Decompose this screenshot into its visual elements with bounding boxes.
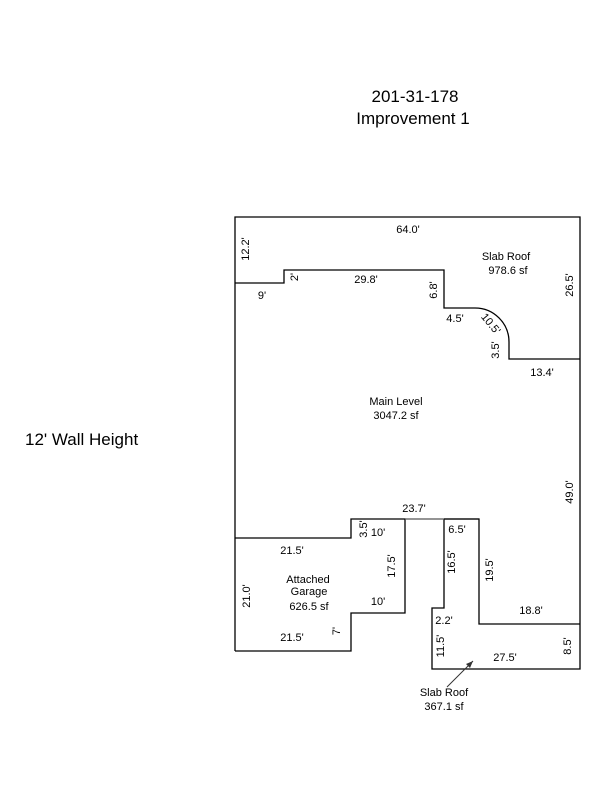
main-level-area: 3047.2 sf — [373, 410, 419, 422]
dim-2: 2' — [289, 273, 301, 281]
main-level-name: Main Level — [369, 396, 422, 408]
dim-21-0: 21.0' — [241, 584, 253, 608]
garage-wall — [235, 518, 406, 652]
slab-roof-upper-name: Slab Roof — [482, 251, 531, 263]
dim-19-5: 19.5' — [484, 558, 496, 582]
dim-3-5-b: 3.5' — [358, 520, 370, 537]
dim-49-0: 49.0' — [564, 480, 576, 504]
garage-name-1: Attached — [286, 574, 329, 586]
arrow-head-icon — [466, 661, 473, 668]
slab-roof-lower-area: 367.1 sf — [424, 701, 464, 713]
dim-27-5: 27.5' — [493, 652, 517, 664]
dim-10-a: 10' — [371, 527, 385, 539]
dim-7: 7' — [331, 627, 343, 635]
wall-height-label: 12' Wall Height — [25, 430, 138, 449]
dim-top: 64.0' — [396, 224, 420, 236]
dim-18-8: 18.8' — [519, 605, 543, 617]
dim-26-5: 26.5' — [564, 273, 576, 297]
dim-16-5: 16.5' — [446, 550, 458, 574]
garage-area: 626.5 sf — [289, 601, 329, 613]
dim-6-5: 6.5' — [448, 524, 465, 536]
dim-arc-10-5: 10.5' — [478, 311, 502, 337]
slab-roof-upper-area: 978.6 sf — [488, 265, 528, 277]
dim-9: 9' — [258, 290, 266, 302]
dim-2-2: 2.2' — [435, 615, 452, 627]
improvement-title: Improvement 1 — [356, 109, 469, 128]
dim-3-5-a: 3.5' — [490, 341, 502, 358]
dim-23-7: 23.7' — [402, 503, 426, 515]
dim-10-b: 10' — [371, 596, 385, 608]
dim-29-8: 29.8' — [354, 274, 378, 286]
dim-11-5: 11.5' — [435, 635, 447, 658]
outer-wall — [234, 216, 581, 670]
lower-slab-boundary — [444, 518, 580, 625]
dim-6-8: 6.8' — [428, 281, 440, 298]
dim-12-2: 12.2' — [240, 237, 252, 261]
dim-13-4: 13.4' — [530, 367, 554, 379]
dim-21-5-a: 21.5' — [280, 545, 304, 557]
slab-roof-lower-name: Slab Roof — [420, 687, 469, 699]
upper-slab-boundary — [235, 269, 580, 360]
dim-17-5: 17.5' — [386, 554, 398, 578]
dim-8-5: 8.5' — [562, 637, 574, 654]
dim-21-5-b: 21.5' — [280, 632, 304, 644]
dim-4-5: 4.5' — [446, 313, 463, 325]
parcel-number: 201-31-178 — [372, 87, 459, 106]
garage-name-2: Garage — [291, 586, 328, 598]
